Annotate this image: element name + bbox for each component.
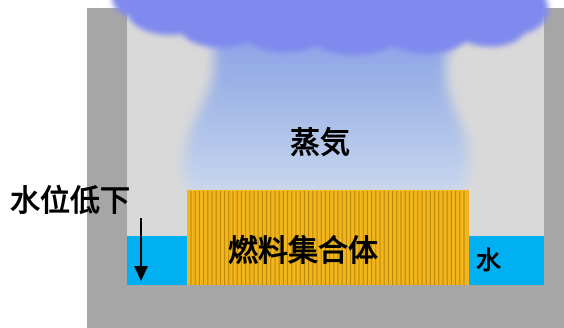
- water-left: [127, 236, 189, 285]
- fuel-rods: [190, 191, 465, 285]
- fuel-assembly: [187, 190, 469, 285]
- water-label: 水: [476, 246, 502, 275]
- steam-column: [184, 4, 470, 192]
- water-right: [469, 236, 544, 285]
- fuel-assembly-label: 燃料集合体: [228, 234, 378, 269]
- steam-label: 蒸気: [290, 126, 350, 161]
- down-arrow-icon: [134, 218, 148, 281]
- steam-cloud: [112, 0, 549, 55]
- water-level-drop-label: 水位低下: [10, 184, 130, 219]
